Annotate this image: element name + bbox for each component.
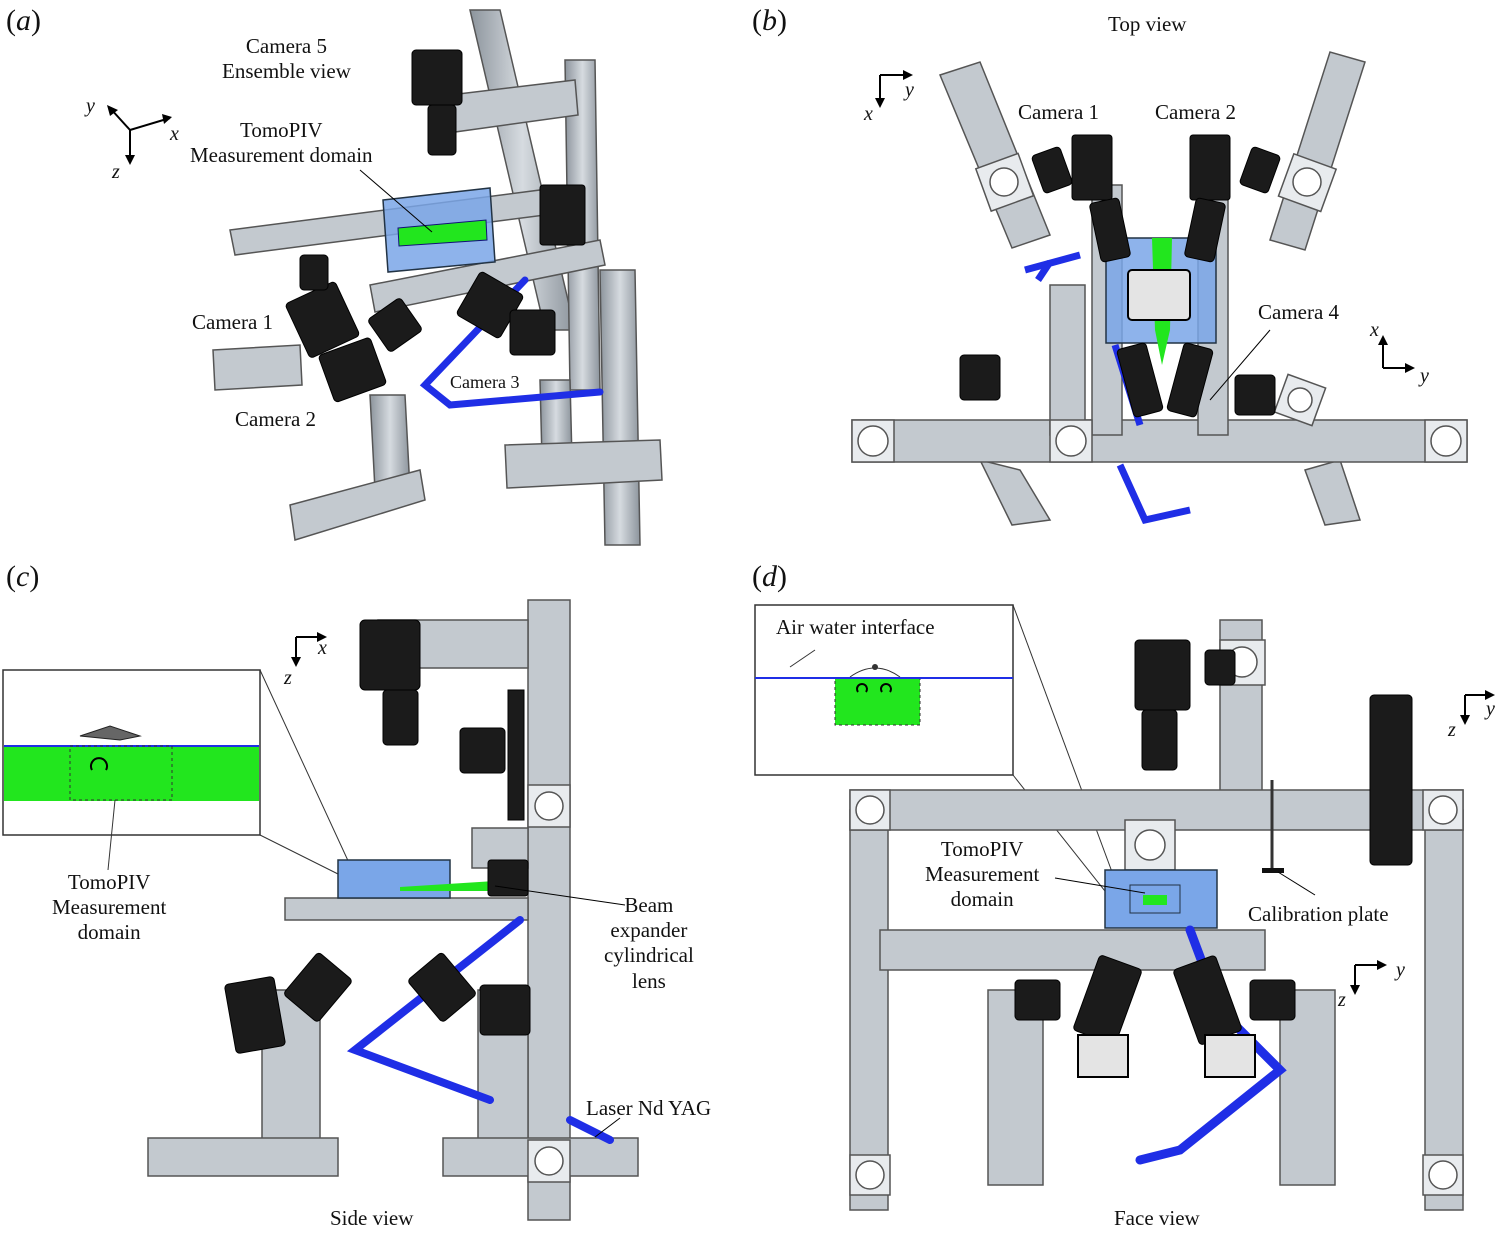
panel-label-a: (a) bbox=[6, 4, 41, 37]
axis-y-label-b: y bbox=[905, 79, 914, 101]
tomo-label-d: TomoPIV Measurement domain bbox=[925, 837, 1039, 913]
leader-line bbox=[1209, 329, 1271, 401]
calibration-label: Calibration plate bbox=[1248, 902, 1389, 926]
tomo-label-a: TomoPIV Measurement domain bbox=[190, 118, 373, 168]
axis-x-label-c: x bbox=[318, 637, 327, 659]
panel-label-b: (b) bbox=[752, 4, 787, 37]
axis-triad bbox=[109, 107, 171, 160]
calibration-plate bbox=[1262, 780, 1284, 873]
tomo-c-line1: TomoPIV bbox=[67, 870, 151, 894]
beam-line2: expander bbox=[610, 918, 688, 943]
leader-line bbox=[107, 799, 116, 871]
tank bbox=[382, 187, 496, 273]
panel-c-drawing bbox=[2, 599, 639, 1221]
tomo-d-line2: Measurement bbox=[925, 862, 1040, 887]
camera5-line1: Camera 5 bbox=[245, 34, 327, 58]
axis-x-label-b2: x bbox=[1370, 319, 1379, 341]
leader-line bbox=[1054, 877, 1146, 894]
axis-z-label-d2: z bbox=[1338, 989, 1346, 1011]
tomo-a-line1: TomoPIV bbox=[239, 118, 323, 142]
camera-body bbox=[285, 49, 586, 403]
camera-body bbox=[1014, 639, 1413, 1045]
laser-sheet bbox=[400, 881, 495, 891]
tomo-label-c: TomoPIV Measurement domain bbox=[52, 870, 166, 946]
frame-post bbox=[527, 784, 571, 1183]
camera5-line2: Ensemble view bbox=[222, 59, 351, 84]
axis-z-label-c: z bbox=[284, 667, 292, 689]
axis-z-label: z bbox=[112, 161, 120, 183]
camera2-label-b: Camera 2 bbox=[1155, 100, 1237, 124]
camera-body bbox=[959, 134, 1281, 418]
panel-label-c: (c) bbox=[6, 560, 40, 593]
laser-label: Laser Nd YAG bbox=[586, 1096, 712, 1120]
laser-beam bbox=[419, 276, 604, 409]
leader-line bbox=[1277, 871, 1316, 896]
panel-a-drawing bbox=[107, 9, 663, 546]
axis-x-label: x bbox=[170, 123, 179, 145]
inset-box bbox=[754, 604, 1014, 776]
camera-body bbox=[224, 619, 531, 1054]
axis-y-label-b2: y bbox=[1420, 365, 1429, 387]
camera4-label-b: Camera 4 bbox=[1258, 300, 1340, 324]
axis-y-label: y bbox=[86, 95, 95, 117]
axis-z-label-d: z bbox=[1448, 719, 1456, 741]
panel-d-drawing bbox=[754, 604, 1495, 1211]
tomo-d-line3: domain bbox=[950, 887, 1014, 912]
camera1-label-b: Camera 1 bbox=[1018, 100, 1100, 124]
frame-post bbox=[851, 152, 1468, 463]
camera-4 bbox=[1127, 269, 1191, 321]
tomo-a-line2: Measurement domain bbox=[190, 143, 373, 168]
leader-line bbox=[494, 885, 626, 906]
camera2-label-a: Camera 2 bbox=[235, 407, 317, 431]
beam-line3: cylindrical bbox=[604, 943, 694, 968]
leader-line bbox=[1012, 604, 1116, 881]
panel-label-d: (d) bbox=[752, 560, 787, 593]
axis-y-label-d: y bbox=[1486, 698, 1495, 720]
leader-line bbox=[789, 649, 816, 668]
face-view-title: Face view bbox=[1114, 1206, 1200, 1230]
leader-line bbox=[259, 834, 341, 876]
top-view-title: Top view bbox=[1108, 12, 1187, 36]
beam-line4: lens bbox=[631, 968, 666, 993]
laser-beam bbox=[346, 916, 614, 1144]
camera-face bbox=[1077, 1034, 1129, 1078]
camera3-label-a: Camera 3 bbox=[450, 372, 520, 392]
frame-post bbox=[849, 619, 1464, 1211]
camera-face bbox=[1204, 1034, 1256, 1078]
air-water-label: Air water interface bbox=[776, 615, 935, 639]
axis-x-label-b: x bbox=[864, 103, 873, 125]
inset-box bbox=[2, 669, 261, 836]
camera5-label: Camera 5 Ensemble view bbox=[222, 34, 351, 84]
tank bbox=[337, 859, 451, 899]
leader-line bbox=[259, 669, 351, 866]
frame-post bbox=[849, 639, 1464, 1196]
leader-line bbox=[594, 1117, 621, 1138]
tomo-c-line3: domain bbox=[77, 920, 141, 945]
tomo-d-line1: TomoPIV bbox=[940, 837, 1024, 861]
laser-sheet bbox=[1143, 895, 1167, 905]
beam-expander-label: Beam expander cylindrical lens bbox=[604, 893, 694, 994]
axis-y-label-d2: y bbox=[1396, 959, 1405, 981]
panel-b-drawing bbox=[851, 51, 1468, 526]
beam-line1: Beam bbox=[624, 893, 674, 917]
camera1-label-a: Camera 1 bbox=[192, 310, 274, 334]
side-view-title: Side view bbox=[330, 1206, 414, 1230]
leader-line bbox=[359, 169, 433, 233]
tomo-c-line2: Measurement bbox=[52, 895, 167, 920]
